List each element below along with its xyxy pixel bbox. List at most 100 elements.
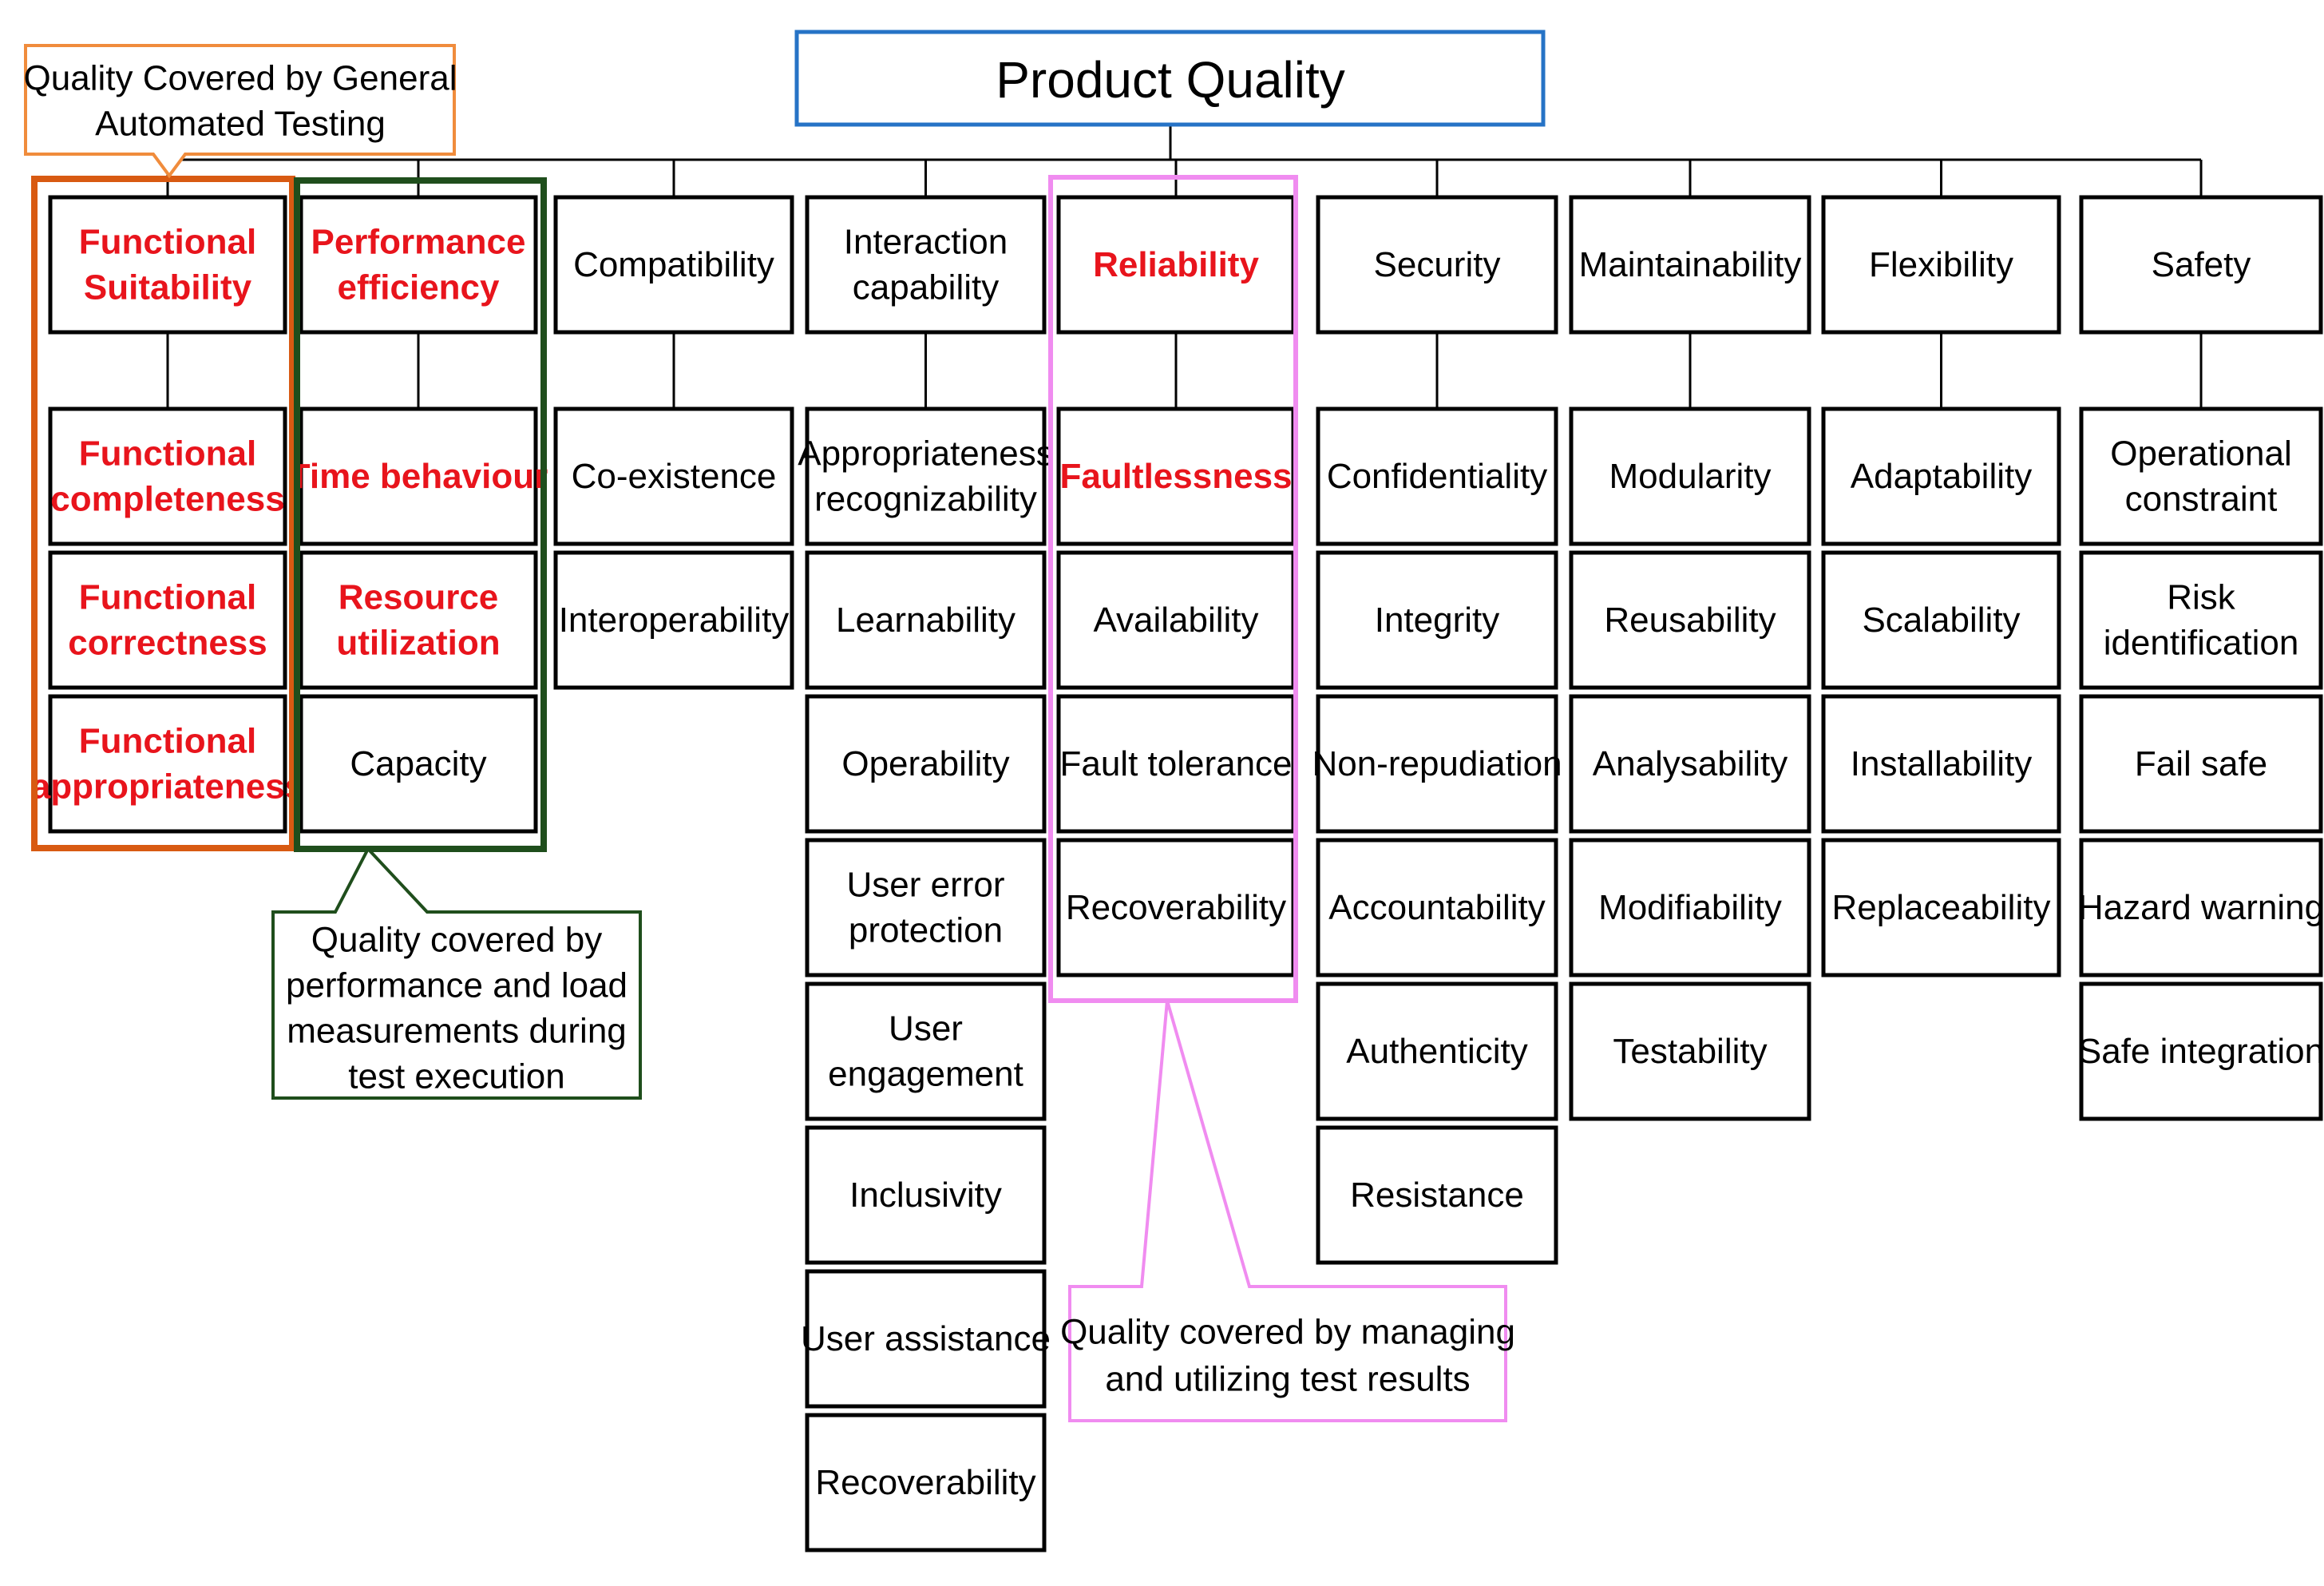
analysability-box	[1569, 694, 1811, 834]
reusability-box	[1569, 550, 1811, 690]
recoverability-box	[1056, 838, 1296, 977]
appropriateness-recognizability-box	[805, 406, 1047, 546]
authenticity-box	[1316, 981, 1558, 1121]
reliability-label-line-1: Reliability	[1093, 245, 1259, 284]
security-box	[1316, 195, 1558, 335]
maintainability-box	[1569, 195, 1811, 335]
operability-label-line-1: Operability	[841, 744, 1009, 783]
learnability-label-line-1: Learnability	[836, 601, 1016, 640]
appropriateness-recognizability-label-line-1: Appropriateness	[798, 434, 1053, 474]
sub-characteristic-testability: Testability	[1569, 981, 1811, 1121]
sub-characteristic-reusability: Reusability	[1569, 550, 1811, 690]
functional-completeness-box	[48, 406, 287, 546]
risk-identification-box	[2079, 550, 2323, 690]
safe-integration-label-line-1: Safe integration	[2078, 1032, 2324, 1071]
safe-integration-box	[2079, 981, 2323, 1121]
characteristic-flexibility: Flexibility	[1821, 195, 2061, 335]
test-results-note: Quality covered by managing and utilizin…	[1060, 1000, 1515, 1422]
time-behaviour-box	[299, 406, 538, 546]
safety-label-line-1: Safety	[2152, 245, 2251, 284]
reliability-group-frame	[1048, 175, 1298, 1003]
time-behaviour-label-line-1: Time behaviour	[289, 457, 548, 496]
functional-appropriateness-label-line-1: Functional	[79, 722, 256, 761]
column-maintainability: MaintainabilityModularityReusabilityAnal…	[1569, 195, 1811, 1121]
sub-characteristic-scalability: Scalability	[1821, 550, 2061, 690]
root-node: Product Quality	[794, 30, 1546, 127]
column-functional-suitability: FunctionalSuitabilityFunctionalcompleten…	[31, 195, 304, 834]
results-note-line-1: Quality covered by managing	[1060, 1313, 1515, 1352]
operational-constraint-box	[2079, 406, 2323, 546]
adaptability-label-line-1: Adaptability	[1851, 457, 2032, 496]
maintainability-label-line-1: Maintainability	[1579, 245, 1802, 284]
performance-efficiency-label-line-1: Performance	[311, 223, 525, 262]
recoverability-label-line-1: Recoverability	[815, 1463, 1035, 1502]
appropriateness-recognizability-label-line-2: recognizability	[814, 480, 1037, 519]
user-error-protection-label-line-1: User error	[846, 866, 1004, 905]
sub-characteristic-fail-safe: Fail safe	[2079, 694, 2323, 834]
sub-characteristic-recoverability: Recoverability	[805, 1413, 1047, 1552]
modifiability-box	[1569, 838, 1811, 977]
performance-note: Quality covered by performance and load …	[271, 846, 642, 1100]
sub-characteristic-adaptability: Adaptability	[1821, 406, 2061, 546]
performance-efficiency-box	[299, 195, 538, 335]
sub-characteristic-non-repudiation: Non-repudiation	[1312, 694, 1562, 834]
integrity-label-line-1: Integrity	[1375, 601, 1500, 640]
sub-characteristic-replaceability: Replaceability	[1821, 838, 2061, 977]
functional-correctness-box	[48, 550, 287, 690]
sub-characteristic-interoperability: Interoperability	[553, 550, 794, 690]
non-repudiation-box	[1316, 694, 1558, 834]
authenticity-label-line-1: Authenticity	[1346, 1032, 1527, 1071]
sub-characteristic-time-behaviour: Time behaviour	[289, 406, 548, 546]
resource-utilization-label-line-2: utilization	[336, 624, 500, 663]
general-note-line-2: Automated Testing	[95, 105, 386, 144]
security-label-line-1: Security	[1374, 245, 1501, 284]
interaction-capability-label-line-1: Interaction	[844, 223, 1008, 262]
results-note-line-2: and utilizing test results	[1105, 1360, 1470, 1399]
functional-suitability-label-line-2: Suitability	[84, 268, 252, 307]
sub-characteristic-user-error-protection: User error protection	[805, 838, 1047, 977]
replaceability-label-line-1: Replaceability	[1832, 888, 2051, 927]
tree-connectors	[166, 125, 2203, 409]
scalability-label-line-1: Scalability	[1862, 601, 2020, 640]
sub-characteristic-integrity: Integrity	[1316, 550, 1558, 690]
performance-efficiency-label-line-2: efficiency	[338, 268, 501, 307]
functional-correctness-label-line-1: Functional	[79, 578, 256, 617]
testability-label-line-1: Testability	[1613, 1032, 1767, 1071]
fail-safe-label-line-1: Fail safe	[2135, 744, 2267, 783]
user-assistance-box	[805, 1269, 1047, 1409]
functional-suitability-label-line-1: Functional	[79, 223, 256, 262]
user-error-protection-label-line-2: protection	[849, 911, 1003, 950]
risk-identification-label-line-1: Risk	[2167, 578, 2236, 617]
availability-box	[1056, 550, 1296, 690]
resource-utilization-box	[299, 550, 538, 690]
sub-characteristic-appropriateness-recognizability: Appropriateness recognizability	[798, 406, 1054, 546]
characteristic-reliability: Reliability	[1056, 195, 1296, 335]
resistance-label-line-1: Resistance	[1350, 1176, 1524, 1215]
sub-characteristic-resistance: Resistance	[1316, 1125, 1558, 1265]
column-compatibility: CompatibilityCo-existenceInteroperabilit…	[553, 195, 794, 690]
characteristic-columns: FunctionalSuitabilityFunctionalcompleten…	[31, 195, 2324, 1552]
user-assistance-label-line-1: User assistance	[801, 1319, 1051, 1358]
sub-characteristic-co-existence: Co-existence	[553, 406, 794, 546]
performance-note-line-3: measurements during	[287, 1012, 627, 1051]
faultlessness-label-line-1: Faultlessness	[1059, 457, 1292, 496]
sub-characteristic-faultlessness: Faultlessness	[1056, 406, 1296, 546]
accountability-box	[1316, 838, 1558, 977]
sub-characteristic-analysability: Analysability	[1569, 694, 1811, 834]
accountability-label-line-1: Accountability	[1328, 888, 1545, 927]
column-flexibility: FlexibilityAdaptabilityScalabilityInstal…	[1821, 195, 2061, 977]
column-reliability: ReliabilityFaultlessnessAvailabilityFaul…	[1056, 195, 1296, 977]
sub-characteristic-learnability: Learnability	[805, 550, 1047, 690]
resource-utilization-label-line-1: Resource	[339, 578, 499, 617]
user-engagement-label-line-2: engagement	[828, 1055, 1023, 1094]
performance-note-line-4: test execution	[348, 1057, 565, 1096]
